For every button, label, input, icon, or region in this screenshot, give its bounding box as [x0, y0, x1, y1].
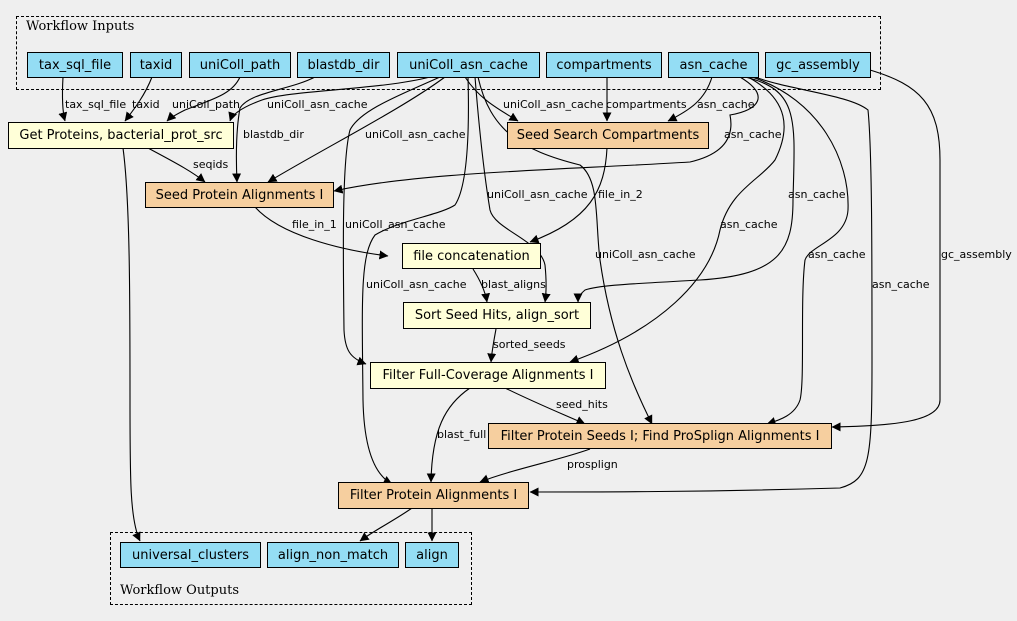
edge-taxid — [124, 76, 153, 122]
edge-unicoll-asn-cache-3 — [464, 76, 519, 122]
edge-label-unicoll-asn-cache-6: uniColl_asn_cache — [595, 248, 696, 261]
edge-unicoll-asn-cache-4 — [474, 76, 551, 303]
input-asn-cache[interactable]: asn_cache — [668, 52, 759, 78]
edge-label-asn-cache-2: asn_cache — [724, 128, 782, 141]
edge-label-seed-hits: seed_hits — [556, 398, 608, 411]
edge-label-asn-cache-5: asn_cache — [808, 248, 866, 261]
edge-seed-hits — [504, 387, 586, 425]
output-align[interactable]: align — [405, 542, 459, 568]
step-filter-protein-seeds[interactable]: Filter Protein Seeds I; Find ProSplign A… — [488, 423, 832, 449]
edge-label-unicoll-asn-cache-5: uniColl_asn_cache — [345, 218, 446, 231]
edge-asn-cache-2 — [333, 76, 759, 194]
edge-label-compartments: compartments — [606, 98, 687, 111]
edge-label-unicoll-asn-cache-3: uniColl_asn_cache — [503, 98, 604, 111]
edge-asn-cache-3 — [573, 76, 795, 303]
step-sort-seed-hits[interactable]: Sort Seed Hits, align_sort — [403, 302, 591, 329]
edge-label-prosplign: prosplign — [567, 458, 618, 471]
input-unicoll-path[interactable]: uniColl_path — [189, 52, 291, 78]
workflow-outputs-cluster — [110, 532, 472, 605]
edge-tax-sql-file — [58, 76, 68, 122]
edge-label-unicoll-asn-cache-4: uniColl_asn_cache — [487, 188, 588, 201]
edge-asn-cache-1 — [667, 76, 713, 122]
step-filter-protein-alignments[interactable]: Filter Protein Alignments I — [338, 482, 529, 509]
workflow-outputs-label: Workflow Outputs — [120, 583, 239, 598]
edge-asn-cache-5 — [751, 76, 849, 426]
step-seed-search-compartments[interactable]: Seed Search Compartments — [507, 122, 709, 149]
edge-asn-cache-6 — [529, 76, 873, 497]
edge-label-gc-assembly: gc_assembly — [941, 248, 1012, 261]
edge-unicoll-asn-cache-5 — [342, 76, 441, 366]
edge-label-asn-cache-6: asn_cache — [872, 278, 930, 291]
edge-label-blastdb-dir: blastdb_dir — [243, 128, 304, 141]
edge-sorted-seeds — [487, 328, 497, 363]
edge-label-tax-sql-file: tax_sql_file — [65, 98, 126, 111]
edge-to-align-non-match — [359, 507, 413, 542]
edge-file-in-2 — [529, 147, 608, 244]
edge-label-blast-full: blast_full — [437, 428, 486, 441]
edge-label-unicoll-asn-cache-2: uniColl_asn_cache — [365, 128, 466, 141]
step-file-concatenation[interactable]: file concatenation — [402, 243, 541, 269]
output-align-non-match[interactable]: align_non_match — [267, 542, 399, 568]
edge-label-asn-cache-4: asn_cache — [720, 218, 778, 231]
step-get-proteins[interactable]: Get Proteins, bacterial_prot_src — [8, 122, 234, 149]
edge-label-seqids: seqids — [193, 158, 229, 171]
edge-file-in-1 — [254, 206, 389, 260]
workflow-inputs-cluster — [16, 16, 881, 90]
edge-label-sorted-seeds: sorted_seeds — [493, 338, 566, 351]
edge-asn-cache-4 — [569, 76, 785, 364]
edge-unicoll-asn-cache-1 — [228, 76, 431, 122]
edge-label-unicoll-asn-cache-1: uniColl_asn_cache — [267, 98, 368, 111]
step-seed-protein-alignments[interactable]: Seed Protein Alignments I — [145, 182, 334, 208]
edge-gc-assembly — [831, 69, 941, 432]
edge-seqids — [147, 147, 206, 183]
edge-label-unicoll-path: uniColl_path — [172, 98, 240, 111]
edge-label-asn-cache-1: asn_cache — [697, 98, 755, 111]
input-compartments[interactable]: compartments — [546, 52, 662, 78]
output-universal-clusters[interactable]: universal_clusters — [120, 542, 261, 568]
edge-label-file-in-1: file_in_1 — [292, 218, 337, 231]
edge-label-file-in-2: file_in_2 — [598, 188, 643, 201]
input-unicoll-asn-cache[interactable]: uniColl_asn_cache — [397, 52, 540, 78]
edge-label-asn-cache-3: asn_cache — [788, 188, 846, 201]
step-filter-full-coverage[interactable]: Filter Full-Coverage Alignments I — [370, 362, 606, 389]
input-tax-sql-file[interactable]: tax_sql_file — [27, 52, 123, 78]
input-taxid[interactable]: taxid — [130, 52, 182, 78]
edge-label-unicoll-asn-cache-7: uniColl_asn_cache — [366, 278, 467, 291]
input-blastdb-dir[interactable]: blastdb_dir — [297, 52, 390, 78]
workflow-inputs-label: Workflow Inputs — [26, 19, 135, 34]
edge-unicoll-asn-cache-7 — [361, 76, 469, 485]
edge-blast-full — [426, 387, 471, 483]
edge-blastdb-dir — [232, 76, 316, 183]
edge-get-proteins-universal-clusters — [122, 147, 141, 542]
edge-blast-aligns — [472, 268, 491, 303]
input-gc-assembly[interactable]: gc_assembly — [765, 52, 871, 78]
edge-label-blast-aligns: blast_aligns — [481, 278, 546, 291]
edge-prosplign — [479, 448, 591, 484]
edge-label-taxid: taxid — [132, 98, 160, 111]
